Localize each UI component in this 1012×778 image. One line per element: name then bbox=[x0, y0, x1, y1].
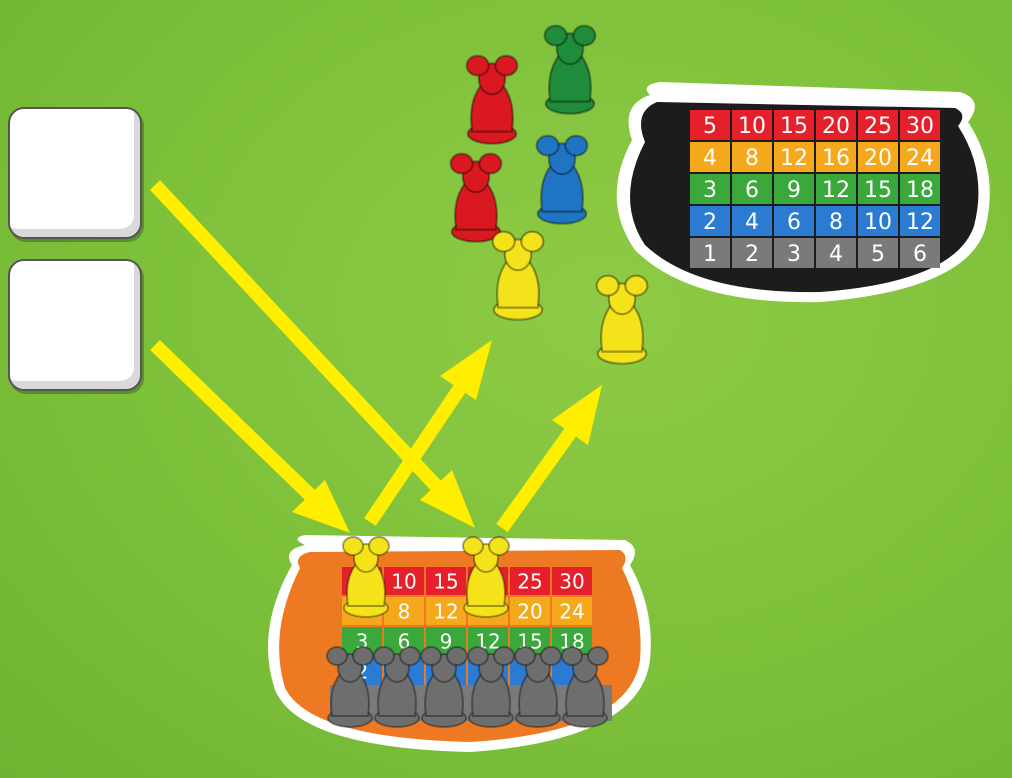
black-tray-cell-value: 6 bbox=[913, 242, 927, 267]
gray-mouse[interactable] bbox=[374, 647, 420, 727]
yellow-mouse[interactable] bbox=[463, 537, 509, 617]
black-tray-cell-value: 4 bbox=[703, 146, 717, 171]
black-tray-cell-value: 18 bbox=[906, 178, 934, 203]
black-tray-cell-value: 16 bbox=[822, 146, 850, 171]
gray-mouse[interactable] bbox=[421, 647, 467, 727]
black-tray-cell-value: 12 bbox=[780, 146, 808, 171]
orange-tray-cell-value: 8 bbox=[398, 600, 411, 624]
black-tray-cell-value: 3 bbox=[787, 242, 801, 267]
black-tray-cell-value: 24 bbox=[906, 146, 934, 171]
black-tray-cell-value: 20 bbox=[864, 146, 892, 171]
gray-mouse[interactable] bbox=[327, 647, 373, 727]
arrow-die1-to-tray bbox=[155, 185, 475, 528]
black-tray-cell-value: 2 bbox=[703, 210, 717, 235]
orange-tray-cell-value: 20 bbox=[517, 600, 542, 624]
black-tray-cell-value: 5 bbox=[703, 114, 717, 139]
black-tray-cell-value: 8 bbox=[745, 146, 759, 171]
gray-mouse[interactable] bbox=[562, 647, 608, 727]
black-tray-cell-value: 9 bbox=[787, 178, 801, 203]
blue-mouse[interactable] bbox=[537, 136, 588, 224]
orange-tray-cell-value: 25 bbox=[517, 570, 542, 594]
orange-tray-cell-value: 12 bbox=[433, 600, 458, 624]
black-tray-cell-value: 5 bbox=[871, 242, 885, 267]
black-tray-cell-value: 12 bbox=[822, 178, 850, 203]
black-tray-cell-value: 4 bbox=[829, 242, 843, 267]
arrow-die2-to-tray bbox=[155, 345, 350, 533]
black-tray-cell-value: 8 bbox=[829, 210, 843, 235]
red-mouse[interactable] bbox=[467, 56, 518, 144]
gray-mouse[interactable] bbox=[515, 647, 561, 727]
black-tray-cell-value: 12 bbox=[906, 210, 934, 235]
red-mouse[interactable] bbox=[451, 154, 502, 242]
black-tray-cell-value: 30 bbox=[906, 114, 934, 139]
black-tray-cell-value: 1 bbox=[703, 242, 717, 267]
arrow-mouse-up-2 bbox=[502, 385, 602, 528]
orange-tray-cell-value: 10 bbox=[391, 570, 416, 594]
yellow-mouse[interactable] bbox=[343, 537, 389, 617]
black-tray-cell-value: 4 bbox=[745, 210, 759, 235]
black-tray-cell-value: 10 bbox=[864, 210, 892, 235]
black-tray-cell-value: 2 bbox=[745, 242, 759, 267]
black-tray-cell-value: 15 bbox=[864, 178, 892, 203]
black-tray-cell-value: 25 bbox=[864, 114, 892, 139]
orange-tray-cell-value: 24 bbox=[559, 600, 584, 624]
black-tray-cell-value: 20 bbox=[822, 114, 850, 139]
black-tray-cell-value: 6 bbox=[745, 178, 759, 203]
green-mouse[interactable] bbox=[545, 26, 596, 114]
black-tray-cell-value: 10 bbox=[738, 114, 766, 139]
gray-mouse[interactable] bbox=[468, 647, 514, 727]
black-tray-cell-value: 6 bbox=[787, 210, 801, 235]
orange-tray-cell-value: 15 bbox=[433, 570, 458, 594]
black-tray-cell-value: 3 bbox=[703, 178, 717, 203]
yellow-mouse[interactable] bbox=[493, 232, 544, 320]
yellow-mouse[interactable] bbox=[597, 276, 648, 364]
orange-tray-cell-value: 30 bbox=[559, 570, 584, 594]
black-tray-cell-value: 15 bbox=[780, 114, 808, 139]
